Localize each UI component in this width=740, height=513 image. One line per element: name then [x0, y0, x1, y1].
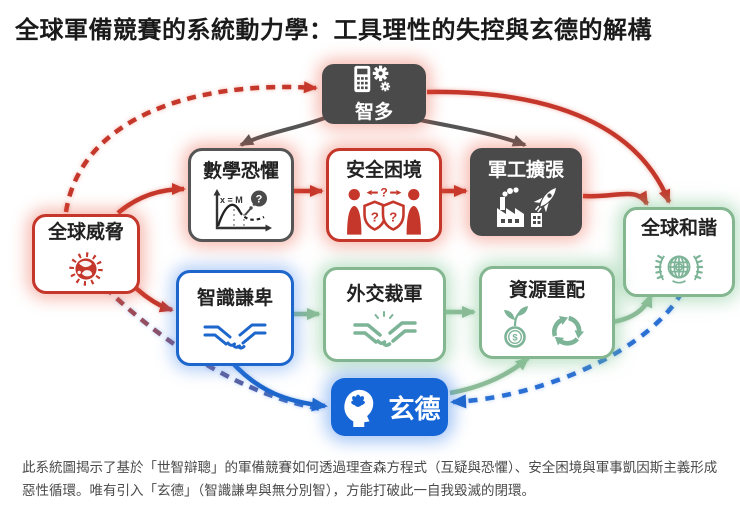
shield-question-left: ?: [371, 209, 379, 224]
node-math-fear: 數學恐懼 x = M ?: [188, 148, 294, 242]
edge-humility-xuande: [228, 358, 328, 412]
node-xuande-label: 玄德: [388, 393, 441, 424]
handshake-sparkle-icon: [352, 310, 417, 347]
money-plant-icon: $: [504, 305, 528, 348]
fear-curve-chart-icon: x = M ?: [213, 189, 272, 232]
lotus-mind-icon: [344, 389, 374, 428]
node-resource-reallocation-label: 資源重配: [508, 279, 585, 301]
money-plant-recycle-icon: $: [504, 305, 584, 348]
edge-xuande-resources: [449, 356, 530, 396]
edge-military-harmony: [582, 190, 649, 206]
dollar-glyph: $: [512, 332, 518, 343]
node-security-dilemma-label: 安全困境: [345, 160, 422, 181]
node-zhiduo: 智多: [322, 64, 426, 124]
formula-text: x = M: [220, 195, 243, 205]
node-diplomatic-disarmament-label: 外交裁軍: [346, 283, 423, 305]
node-global-harmony-label: 全球和諧: [640, 218, 717, 239]
shield-question-right: ?: [389, 209, 397, 224]
edge-zhiduo-math: [239, 114, 331, 147]
edge-zhiduo-military: [419, 118, 527, 147]
node-zhiduo-label: 智多: [354, 102, 393, 123]
question-bubble-text: ?: [256, 194, 263, 206]
caption-text: 此系統圖揭示了基於「世智辯聰」的軍備競賽如何透過理查森方程式（互疑與恐懼）、安全…: [22, 460, 718, 498]
node-xuande: 玄德: [331, 378, 448, 436]
node-global-threat-label: 全球威脅: [47, 222, 124, 243]
recycle-icon: [552, 315, 584, 346]
node-global-threat: 全球威脅: [32, 214, 140, 294]
burning-globe-icon: [69, 252, 103, 286]
factory-rocket-icon: [497, 187, 556, 227]
calculator-gear-icon: [354, 65, 391, 93]
node-military-expansion-label: 軍工擴張: [487, 160, 564, 181]
edge-threat-math: [116, 183, 186, 215]
rivals-shields-icon: ? ? ?: [347, 186, 421, 235]
node-security-dilemma: 安全困境 ? ? ?: [326, 148, 442, 242]
node-intellectual-humility: 智識謙卑: [176, 270, 294, 366]
node-diplomatic-disarmament: 外交裁軍: [323, 267, 446, 362]
node-resource-reallocation: 資源重配 $: [479, 266, 615, 359]
node-global-harmony: 全球和諧: [623, 207, 735, 297]
node-intellectual-humility-label: 智識謙卑: [196, 288, 273, 309]
node-math-fear-label: 數學恐懼: [202, 161, 279, 182]
mutual-doubt-text: ?: [380, 186, 388, 200]
page-title: 全球軍備競賽的系統動力學：工具理性的失控與玄德的解構: [15, 17, 652, 44]
node-military-expansion: 軍工擴張: [470, 148, 582, 236]
handshake-icon: [203, 323, 267, 350]
un-emblem-icon: [654, 254, 704, 284]
